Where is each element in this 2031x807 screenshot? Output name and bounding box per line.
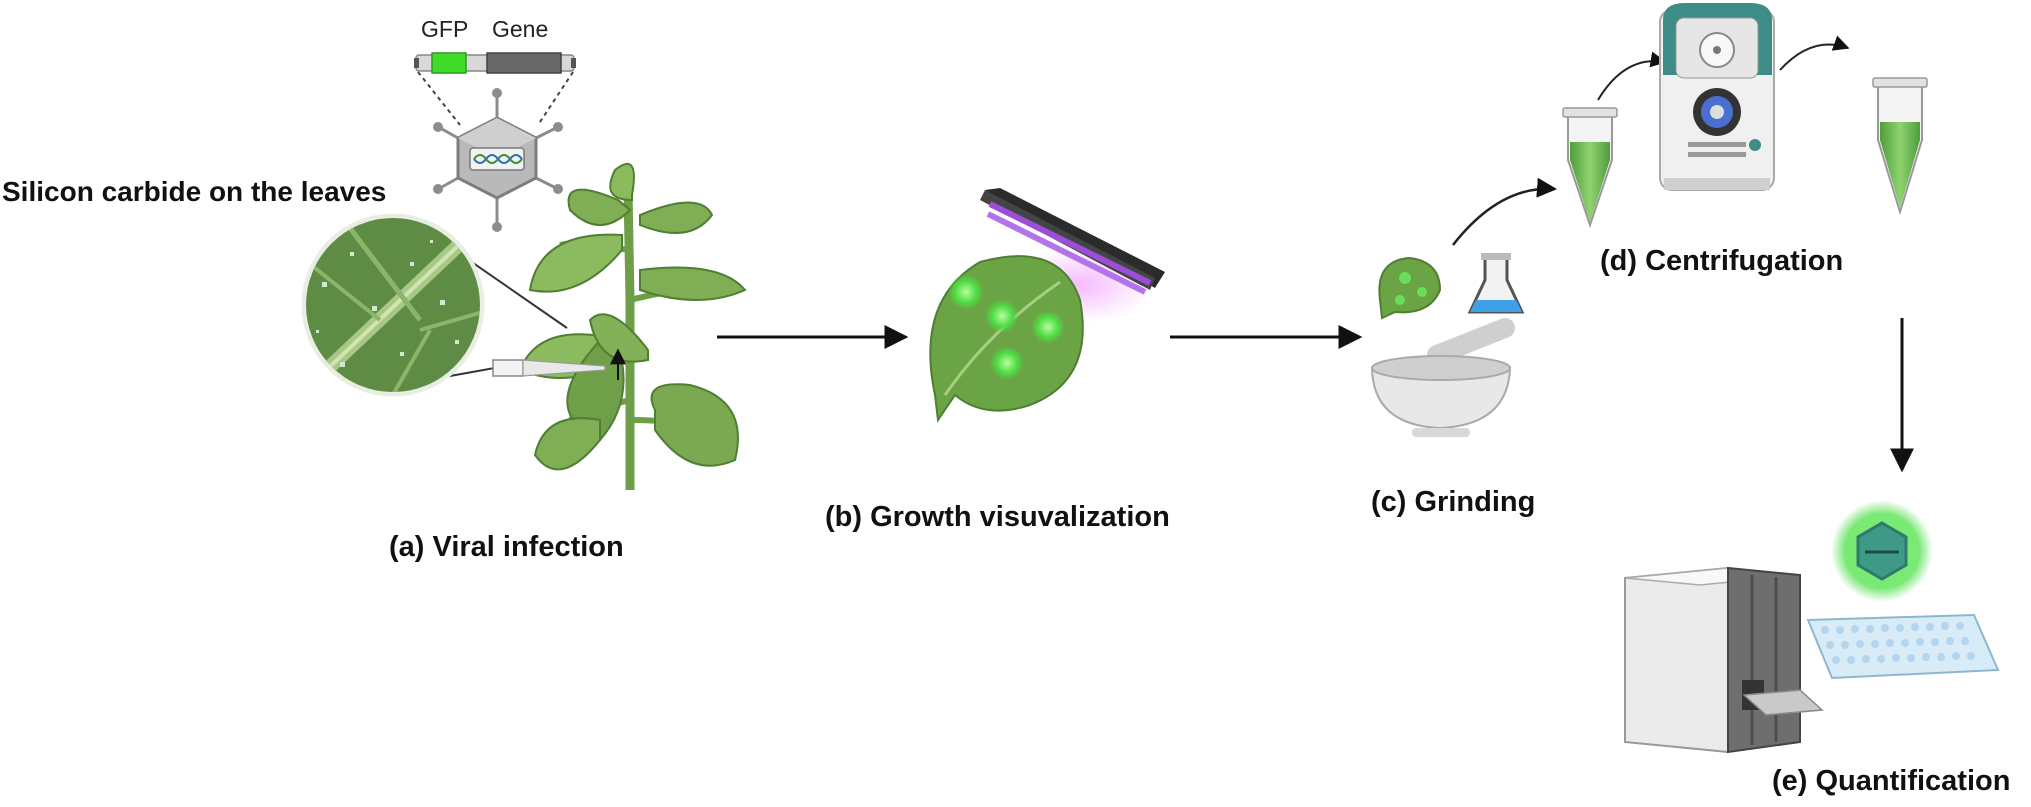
plant-icon [518, 163, 747, 490]
glowing-leaf-icon [929, 255, 1084, 423]
gene-segment [486, 52, 562, 74]
gfp-segment [431, 52, 467, 74]
silicon-carbide-annotation: Silicon carbide on the leaves [2, 176, 387, 207]
tube-after-icon [1872, 77, 1928, 216]
arrow-centrifuge-to-tube [1779, 35, 1850, 71]
tube-before-icon [1562, 107, 1618, 229]
arrow-c-to-d [1452, 177, 1557, 246]
centrifuge-icon [1659, 3, 1775, 191]
step-d-label: (d) Centrifugation [1600, 245, 1844, 277]
flask-icon [1467, 253, 1525, 314]
plate-reader-icon [1624, 566, 1824, 754]
step-b-label: (b) Growth visuvalization [825, 501, 1170, 533]
microplate-icon [1806, 613, 2000, 680]
mortar-pestle-icon [1370, 318, 1515, 437]
magnified-leaf-icon [301, 213, 568, 397]
step-e-label: (e) Quantification [1772, 765, 2011, 797]
gfp-label: GFP [421, 16, 469, 42]
syringe-icon [492, 359, 606, 377]
arrow-tube-to-centrifuge [1597, 51, 1667, 101]
step-a-label: (a) Viral infection [389, 531, 624, 563]
small-leaf-icon [1378, 256, 1442, 320]
plasmid-construct [414, 52, 576, 74]
glowing-virus-icon [1831, 500, 1933, 602]
gene-label: Gene [492, 16, 549, 42]
virus-particle-icon [417, 71, 574, 232]
step-c-label: (c) Grinding [1371, 486, 1536, 518]
